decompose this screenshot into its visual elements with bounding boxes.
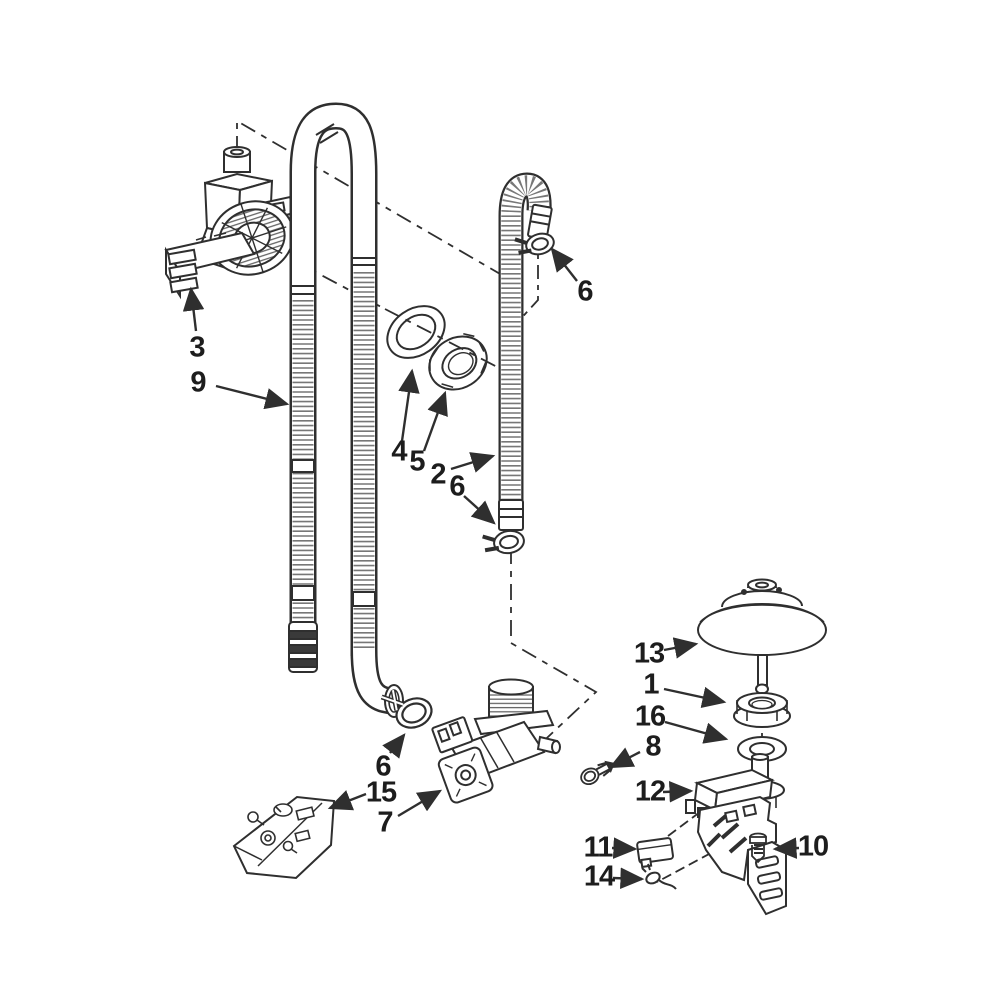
drain-hose-drawing xyxy=(498,172,553,531)
water-valve-drawing xyxy=(431,678,561,804)
air-gap-assembly-drawing xyxy=(164,146,296,300)
callout-9: 9 xyxy=(190,366,206,399)
fill-hose-drawing xyxy=(288,102,404,718)
float-switch-bracket-drawing xyxy=(685,753,787,916)
callout-2: 2 xyxy=(430,458,446,491)
screw-8-drawing xyxy=(580,760,615,786)
flange-nut-drawing xyxy=(733,692,791,728)
callout-6-bottom: 6 xyxy=(375,750,391,783)
switch-drawing xyxy=(636,837,674,869)
callout-13: 13 xyxy=(633,637,665,670)
callout-8: 8 xyxy=(645,730,661,763)
parts-bag-drawing xyxy=(232,795,336,880)
hose-nut-drawing xyxy=(428,332,488,391)
callout-4: 4 xyxy=(391,435,407,468)
hose-clamp-mid-drawing xyxy=(482,529,525,555)
callout-6-mid: 6 xyxy=(449,470,465,503)
phantom-line-through-rings xyxy=(384,308,508,373)
screw-10-drawing xyxy=(749,832,767,864)
washer-drawing xyxy=(737,736,787,762)
callout-arrows xyxy=(182,247,800,890)
clip-drawing xyxy=(641,863,677,890)
callout-1: 1 xyxy=(643,668,659,701)
hose-clamp-top-drawing xyxy=(514,232,555,256)
callout-6-top: 6 xyxy=(577,275,593,308)
hose-clamp-bottom-drawing xyxy=(380,689,433,729)
float-dome-drawing xyxy=(696,578,828,695)
callout-12: 12 xyxy=(634,775,666,808)
gasket-drawing xyxy=(386,305,446,359)
callout-15: 15 xyxy=(365,776,397,809)
callout-16: 16 xyxy=(634,700,666,733)
callout-5: 5 xyxy=(409,445,425,478)
callout-14: 14 xyxy=(583,860,615,893)
callout-7: 7 xyxy=(377,806,393,839)
callout-11: 11 xyxy=(583,831,614,864)
callout-3: 3 xyxy=(189,331,205,364)
callout-10: 10 xyxy=(797,830,829,863)
